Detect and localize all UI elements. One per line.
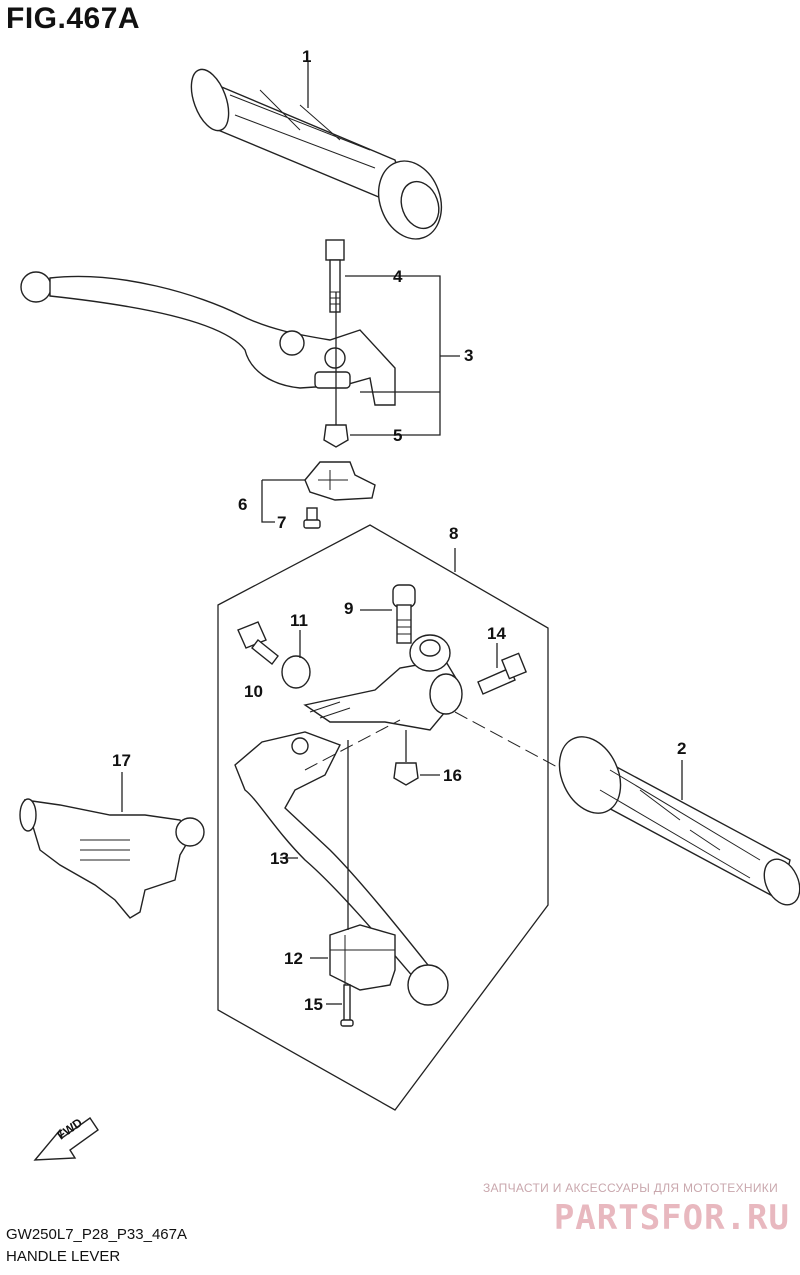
callout-4: 4	[393, 267, 403, 286]
brake-lever-3-part	[20, 271, 396, 406]
callout-1: 1	[302, 47, 312, 66]
bolt-14-part	[477, 652, 528, 695]
nut-16-part	[393, 762, 419, 786]
callout-3: 3	[464, 346, 474, 365]
fwd-arrow-icon	[33, 1117, 99, 1161]
figure-title: FIG.467A	[6, 2, 141, 35]
switch-12-part	[329, 924, 396, 991]
bolt-10-part	[237, 621, 279, 665]
bracket-part	[303, 634, 463, 731]
clutch-lever-13-part	[234, 731, 449, 1006]
grip-right-part	[558, 736, 800, 906]
callout-11: 11	[290, 611, 308, 630]
screw-7-part	[303, 507, 321, 529]
assembly-8-outline	[217, 524, 549, 1111]
grip-left-part	[190, 68, 443, 240]
switch-6-part	[304, 461, 376, 501]
callout-2: 2	[677, 739, 687, 758]
callout-14: 14	[487, 624, 506, 643]
callout-9: 9	[344, 599, 354, 618]
callout-12: 12	[284, 949, 303, 968]
callout-17: 17	[112, 751, 131, 770]
screw-15-part	[340, 984, 354, 1027]
watermark-logo: PARTSFOR.RU	[553, 1198, 790, 1238]
callout-13: 13	[270, 849, 289, 868]
callout-10: 10	[244, 682, 263, 701]
callout-7: 7	[277, 513, 287, 532]
watermark-tagline: ЗАПЧАСТИ И АКСЕССУАРЫ ДЛЯ МОТОТЕХНИКИ	[482, 1181, 778, 1195]
cable-guard-17-part	[19, 798, 205, 919]
callout-8: 8	[449, 524, 459, 543]
washer-11-part	[281, 655, 311, 689]
callout-5: 5	[393, 426, 403, 445]
callout-16: 16	[443, 766, 462, 785]
callout-15: 15	[304, 995, 323, 1014]
nut-5-part	[323, 424, 349, 448]
figure-name: HANDLE LEVER	[6, 1248, 121, 1265]
bolt-9-part	[392, 584, 416, 644]
callout-6: 6	[238, 495, 248, 514]
bolt-4-part	[325, 239, 345, 313]
model-code: GW250L7_P28_P33_467A	[6, 1226, 187, 1243]
